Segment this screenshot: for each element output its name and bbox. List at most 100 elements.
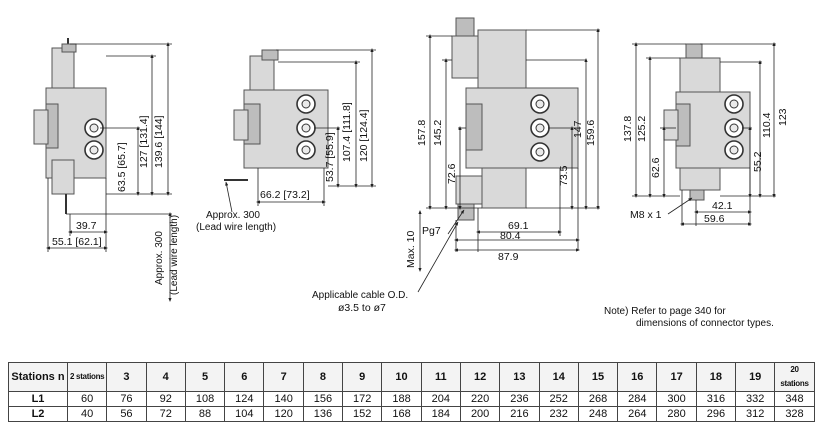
v2-lead-length: Approx. 300 xyxy=(206,210,260,221)
dimension-drawing: 63.5 [65.7] 127 [131.4] 139.6 [144] 39.7… xyxy=(33,17,789,329)
view-3-connector-valve: 157.8 145.2 72.6 147 159.6 73.5 69.1 80.… xyxy=(312,17,600,314)
table-cell: 316 xyxy=(695,391,737,407)
view-1-side-valve: 63.5 [65.7] 127 [131.4] 139.6 [144] 39.7… xyxy=(33,38,180,302)
table-cell: 188 xyxy=(381,391,422,407)
table-cell: 236 xyxy=(499,391,540,407)
table-cell: 172 xyxy=(342,391,383,407)
table-header-cell: 12 xyxy=(459,362,501,392)
v3-dim-7: 69.1 xyxy=(508,220,529,232)
table-header-cell: 14 xyxy=(538,362,579,392)
note-line-2: dimensions of connector types. xyxy=(636,318,774,329)
table-row: L1 60 76 92 108 124 140 156 172 188 204 … xyxy=(8,391,815,407)
table-row-label: L1 xyxy=(8,391,68,407)
table-header-cell: 19 xyxy=(735,362,776,392)
table-cell: 88 xyxy=(184,406,226,422)
table-cell: 296 xyxy=(695,406,737,422)
v3-dim-max: Max. 10 xyxy=(405,230,417,268)
table-header-row: Stations n 2 stations 3 4 5 6 7 8 9 10 1… xyxy=(8,362,815,392)
table-header-cell: 20 stations xyxy=(774,362,815,392)
table-cell: 220 xyxy=(459,391,501,407)
table-cell: 60 xyxy=(66,391,108,407)
table-cell: 200 xyxy=(459,406,501,422)
table-cell: 136 xyxy=(302,406,344,422)
table-header-cell: 9 xyxy=(342,362,383,392)
table-cell: 348 xyxy=(774,391,815,407)
view-2-side-valve: 53.7 [55.9] 107.4 [111.8] 120 [124.4] 66… xyxy=(196,48,376,233)
v3-pg7: Pg7 xyxy=(422,225,441,237)
table-cell: 204 xyxy=(420,391,461,407)
table-header-cell: 6 xyxy=(224,362,265,392)
table-cell: 120 xyxy=(263,406,304,422)
table-cell: 332 xyxy=(735,391,776,407)
table-row: L2 40 56 72 88 104 120 136 152 168 184 2… xyxy=(8,406,815,422)
v4-dim-5: 123 xyxy=(777,108,789,126)
table-cell: 168 xyxy=(381,406,422,422)
v2-dim-1: 53.7 [55.9] xyxy=(324,132,336,182)
table-header-cell: 8 xyxy=(302,362,344,392)
v1-dim-5: 55.1 [62.1] xyxy=(52,236,102,248)
stations-table: Stations n 2 stations 3 4 5 6 7 8 9 10 1… xyxy=(8,362,815,422)
v3-dim-3: 72.6 xyxy=(446,163,458,184)
v2-dim-4: 66.2 [73.2] xyxy=(260,189,310,201)
v1-dim-1: 63.5 [65.7] xyxy=(116,142,128,192)
table-cell: 248 xyxy=(577,406,619,422)
table-cell: 124 xyxy=(224,391,265,407)
v4-m8: M8 x 1 xyxy=(630,209,662,221)
table-header-cell: 3 xyxy=(106,362,147,392)
v4-dim-1: 137.8 xyxy=(622,116,634,142)
table-header-cell: 11 xyxy=(420,362,461,392)
table-cell: 156 xyxy=(302,391,344,407)
table-header-cell: 18 xyxy=(695,362,737,392)
table-cell: 92 xyxy=(145,391,186,407)
table-cell: 280 xyxy=(656,406,697,422)
table-cell: 312 xyxy=(735,406,776,422)
table-cell: 40 xyxy=(66,406,108,422)
view-4-m8-valve: 137.8 125.2 62.6 110.4 123 55.2 42.1 59.… xyxy=(622,42,789,226)
v1-dim-4: 39.7 xyxy=(76,220,97,232)
table-row-label: L2 xyxy=(8,406,68,422)
v1-lead-length-sub: (Lead wire length) xyxy=(169,215,180,295)
table-cell: 76 xyxy=(106,391,147,407)
table-cell: 252 xyxy=(538,391,579,407)
v4-dim-3: 62.6 xyxy=(650,157,662,178)
note-line-1: Note) Refer to page 340 for xyxy=(604,306,726,317)
table-header-cell: 17 xyxy=(656,362,697,392)
table-cell: 72 xyxy=(145,406,186,422)
table-cell: 56 xyxy=(106,406,147,422)
v4-dim-4: 110.4 xyxy=(761,112,773,138)
v4-dim-8: 59.6 xyxy=(704,213,725,225)
v3-cable-range: ø3.5 to ø7 xyxy=(338,302,386,314)
table-header-cell: 15 xyxy=(577,362,619,392)
v2-dim-3: 120 [124.4] xyxy=(358,109,370,162)
table-header-cell: 13 xyxy=(499,362,540,392)
table-header-cell: 10 xyxy=(381,362,422,392)
table-cell: 108 xyxy=(184,391,226,407)
table-cell: 216 xyxy=(499,406,540,422)
v3-dim-1: 157.8 xyxy=(416,120,428,146)
v3-dim-4: 147 xyxy=(572,120,584,138)
v1-lead-length: Approx. 300 xyxy=(154,231,165,285)
table-header-cell: Stations n xyxy=(8,362,68,392)
v3-dim-5: 159.6 xyxy=(585,120,597,146)
table-cell: 284 xyxy=(617,391,658,407)
v1-dim-2: 127 [131.4] xyxy=(138,115,150,168)
table-header-cell: 2 stations xyxy=(66,362,108,392)
v3-dim-2: 145.2 xyxy=(432,120,444,146)
v4-dim-7: 42.1 xyxy=(712,200,733,212)
v3-dim-6: 73.5 xyxy=(558,165,570,186)
v2-lead-length-sub: (Lead wire length) xyxy=(196,222,276,233)
v2-dim-2: 107.4 [111.8] xyxy=(341,102,353,162)
table-cell: 328 xyxy=(774,406,815,422)
table-header-cell: 7 xyxy=(263,362,304,392)
table-cell: 152 xyxy=(342,406,383,422)
v3-dim-9: 87.9 xyxy=(498,251,519,263)
v4-dim-2: 125.2 xyxy=(636,116,648,142)
table-header-cell: 5 xyxy=(184,362,226,392)
table-header-cell: 4 xyxy=(145,362,186,392)
table-cell: 268 xyxy=(577,391,619,407)
v1-dim-3: 139.6 [144] xyxy=(153,115,165,168)
table-cell: 300 xyxy=(656,391,697,407)
v3-dim-8: 80.4 xyxy=(500,230,521,242)
v3-cable-od: Applicable cable O.D. xyxy=(312,290,408,301)
v4-dim-6: 55.2 xyxy=(752,151,764,172)
